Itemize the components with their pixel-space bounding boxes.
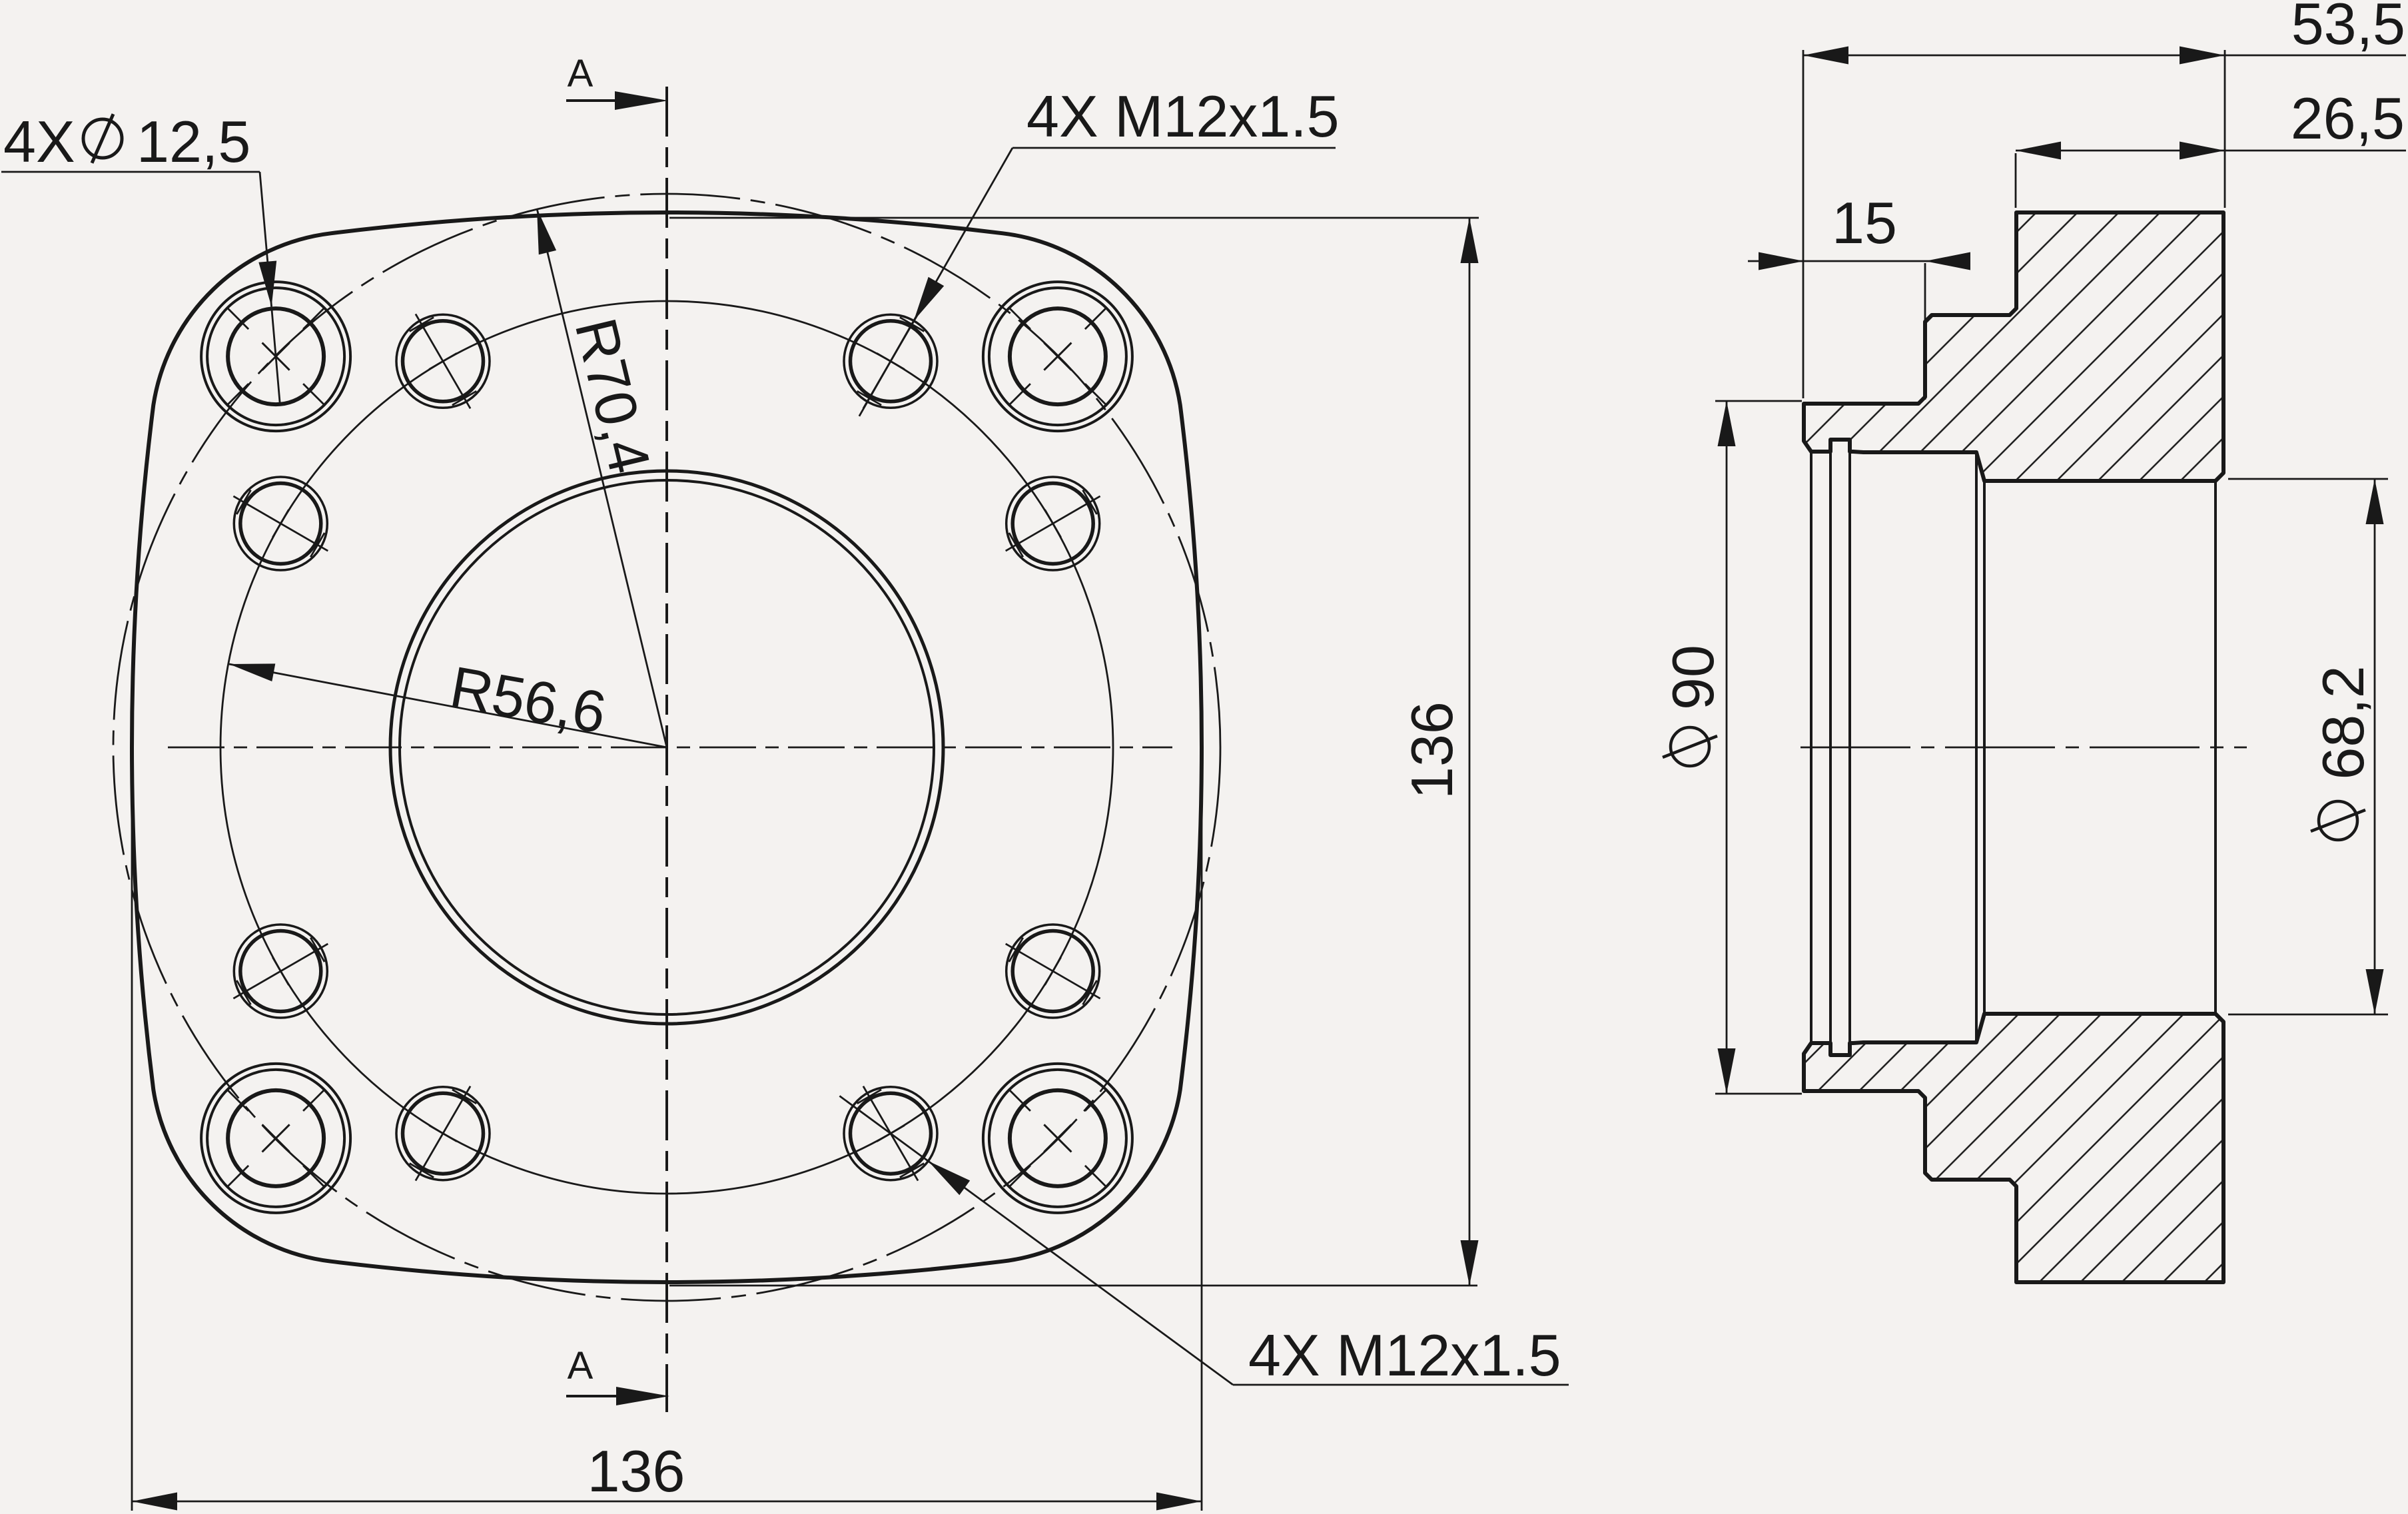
svg-text:15: 15 (1832, 190, 1897, 256)
svg-text:136: 136 (1399, 701, 1465, 799)
svg-text:26,5: 26,5 (2291, 85, 2405, 151)
svg-text:90: 90 (1660, 645, 1726, 710)
svg-text:A: A (568, 1344, 594, 1387)
svg-text:4X M12x1.5: 4X M12x1.5 (1248, 1322, 1561, 1388)
svg-text:12,5: 12,5 (137, 109, 250, 175)
svg-text:A: A (568, 52, 594, 95)
svg-text:4X: 4X (3, 109, 75, 175)
svg-text:136: 136 (588, 1438, 685, 1504)
svg-text:68,2: 68,2 (2310, 665, 2376, 779)
svg-text:4X M12x1.5: 4X M12x1.5 (1026, 83, 1340, 149)
svg-text:53,5: 53,5 (2291, 0, 2405, 57)
